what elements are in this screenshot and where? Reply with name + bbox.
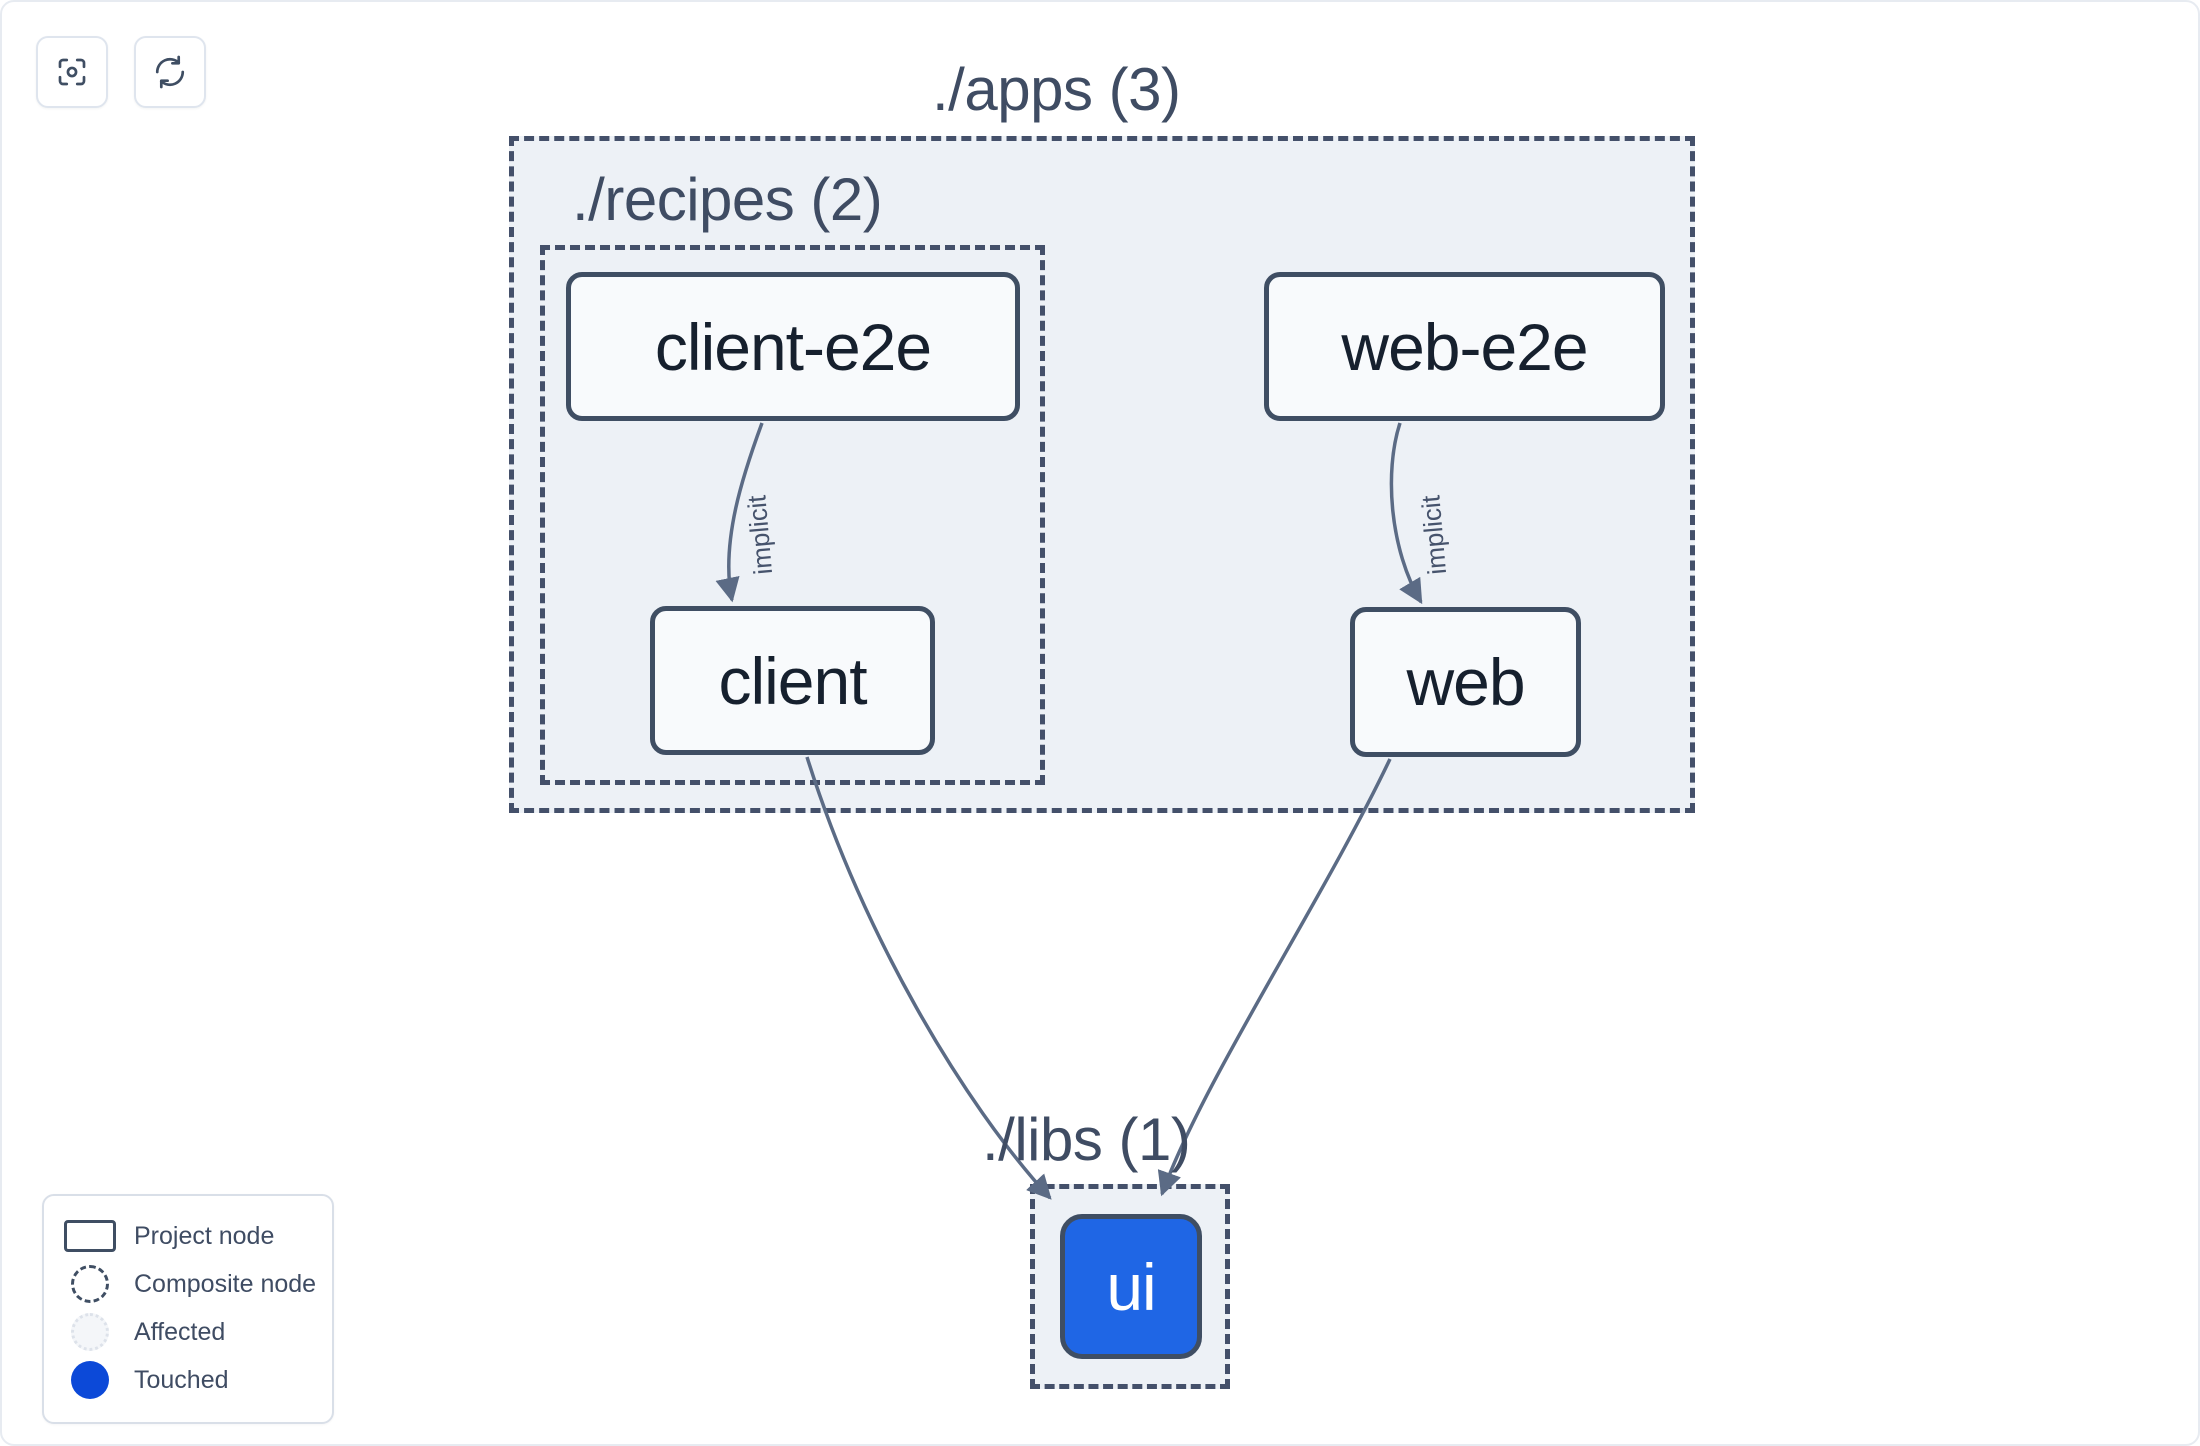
touched-swatch [62, 1361, 118, 1399]
group-label-libs: ./libs (1) [982, 1106, 1191, 1173]
legend-row: Project node [62, 1212, 314, 1260]
refresh-icon [152, 54, 188, 90]
node-label: client-e2e [654, 309, 932, 384]
edge-client-e2e-to-client [715, 422, 764, 603]
legend-label: Affected [134, 1317, 226, 1346]
project-node-ui[interactable]: ui [1060, 1214, 1202, 1359]
graph-toolbar [36, 36, 206, 108]
legend-row: Composite node [62, 1260, 317, 1308]
focus-target-icon [54, 54, 90, 90]
project-node-client-e2e[interactable]: client-e2e [566, 272, 1020, 421]
graph-legend: Project node Composite node Affected Tou… [42, 1194, 334, 1424]
legend-label: Project node [134, 1221, 275, 1250]
refresh-graph-button[interactable] [134, 36, 206, 108]
node-label: ui [1106, 1249, 1156, 1324]
group-label-recipes: ./recipes (2) [572, 166, 883, 233]
node-label: web [1406, 645, 1525, 719]
affected-swatch [62, 1313, 118, 1351]
edge-web-to-ui [1157, 758, 1392, 1197]
legend-row: Affected [62, 1308, 314, 1356]
edge-label-implicit-client: implicit [741, 494, 779, 576]
project-node-swatch [62, 1220, 118, 1252]
composite-node-swatch [62, 1265, 118, 1303]
legend-label: Touched [134, 1365, 229, 1394]
legend-label: Composite node [134, 1269, 317, 1298]
legend-row: Touched [62, 1356, 314, 1404]
project-node-web-e2e[interactable]: web-e2e [1264, 272, 1665, 421]
node-label: web-e2e [1341, 309, 1588, 384]
edge-label-implicit-web: implicit [1415, 494, 1453, 576]
group-label-apps: ./apps (3) [932, 56, 1181, 123]
focus-graph-button[interactable] [36, 36, 108, 108]
node-label: client [718, 643, 867, 718]
project-node-client[interactable]: client [650, 606, 935, 755]
project-node-web[interactable]: web [1350, 607, 1581, 757]
edge-web-e2e-to-web [1389, 422, 1423, 605]
edge-client-to-ui [805, 756, 1052, 1200]
